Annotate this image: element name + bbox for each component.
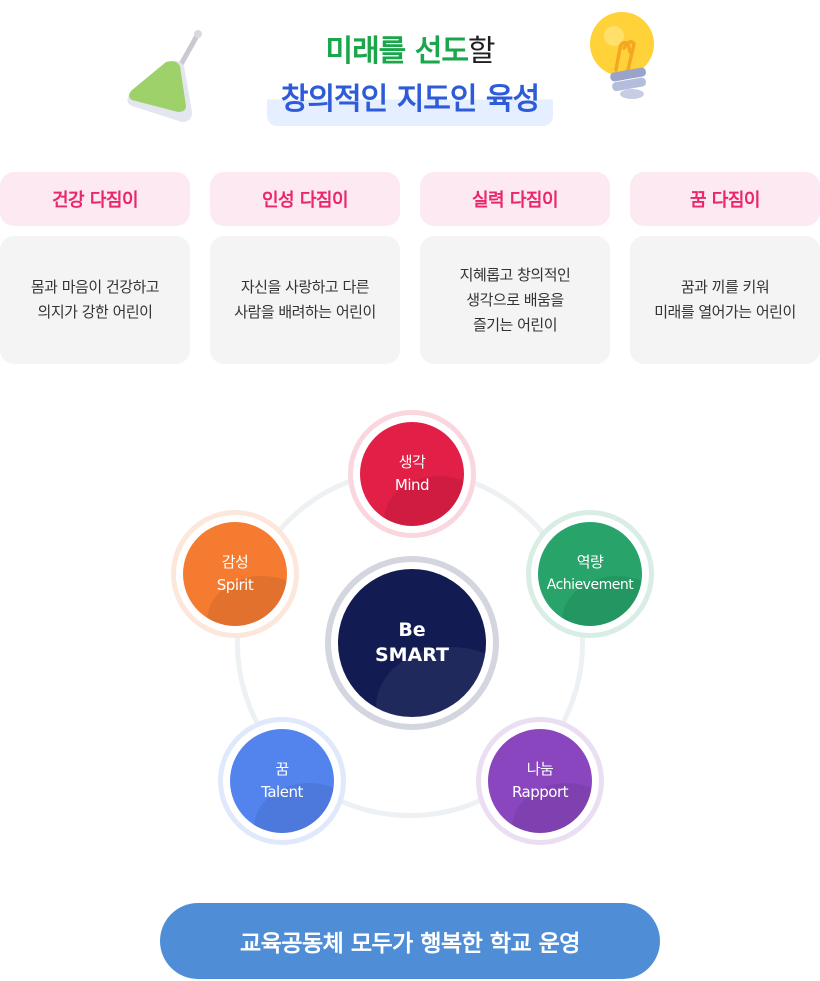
page-header: 미래를 선도할 창의적인 지도인 육성 [0,30,820,126]
virtue-title-health: 건강 다짐이 [0,172,190,226]
node-talent-ko: 꿈 [275,760,289,778]
center-node: Be SMART [325,556,499,730]
node-rapport: 나눔 Rapport [476,717,604,845]
node-achievement-en: Achievement [546,577,634,593]
center-node-circle: Be SMART [338,569,486,717]
node-talent-circle: 꿈 Talent [230,729,334,833]
title-line-2: 창의적인 지도인 육성 [266,78,554,126]
virtue-desc-skill: 지혜롭고 창의적인 생각으로 배움을 즐기는 어린이 [420,236,610,364]
virtue-desc-character: 자신을 사랑하고 다른 사람을 배려하는 어린이 [210,236,400,364]
virtue-title-skill: 실력 다짐이 [420,172,610,226]
title-line-1: 미래를 선도할 [0,30,820,74]
node-talent-en: Talent [261,783,303,801]
virtue-title-dream: 꿈 다짐이 [630,172,820,226]
virtue-desc-dream: 꿈과 끼를 키워 미래를 열어가는 어린이 [630,236,820,364]
center-line-1: Be [398,619,426,641]
virtue-desc-health: 몸과 마음이 건강하고 의지가 강한 어린이 [0,236,190,364]
node-spirit-circle: 감성 Spirit [183,522,287,626]
node-mind-en: Mind [394,476,430,494]
node-spirit: 감성 Spirit [171,510,299,638]
footer-banner: 교육공동체 모두가 행복한 학교 운영 [160,903,660,979]
title-suffix: 할 [467,34,496,69]
node-rapport-ko: 나눔 [526,760,554,778]
node-achievement: 역량 Achievement [526,510,654,638]
node-rapport-en: Rapport [511,783,569,801]
light-bulb-icon [590,12,654,99]
center-line-2: SMART [374,644,450,666]
node-achievement-circle: 역량 Achievement [538,522,642,626]
node-talent: 꿈 Talent [218,717,346,845]
paint-palette-icon [127,30,202,122]
title-accent: 미래를 선도 [325,34,468,69]
node-rapport-circle: 나눔 Rapport [488,729,592,833]
node-achievement-ko: 역량 [576,553,604,571]
node-mind-circle: 생각 Mind [360,422,464,526]
node-mind-ko: 생각 [398,453,426,471]
node-spirit-ko: 감성 [221,553,249,571]
virtue-title-character: 인성 다짐이 [210,172,400,226]
node-spirit-en: Spirit [216,576,254,594]
node-mind: 생각 Mind [348,410,476,538]
